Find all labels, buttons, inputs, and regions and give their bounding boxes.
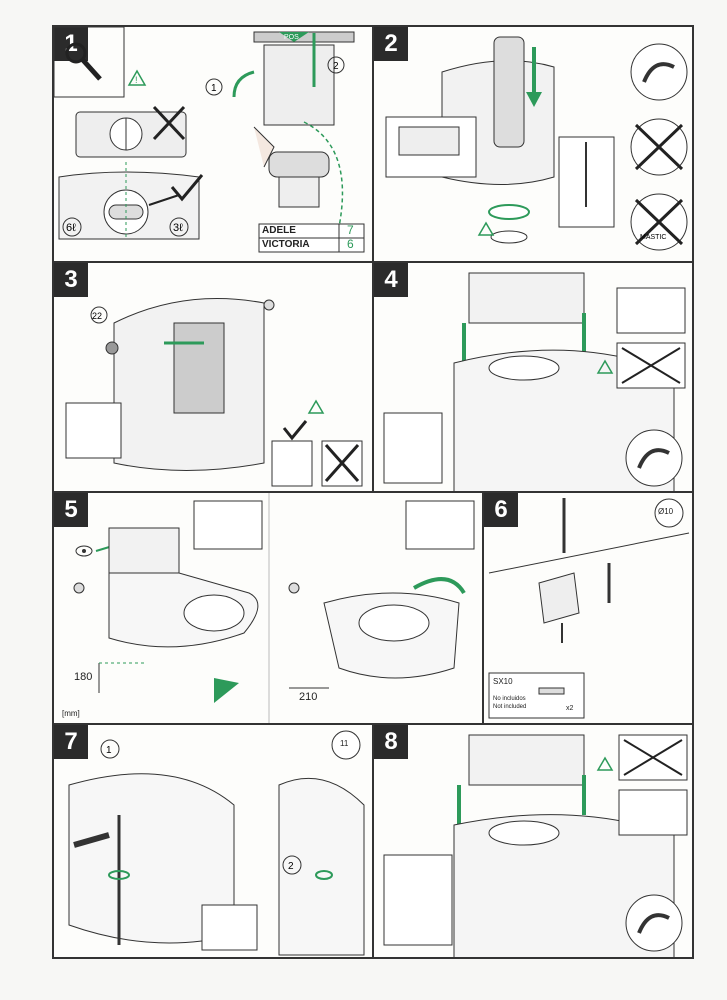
table-model-1: ADELE <box>262 225 296 236</box>
volume-6-icon <box>62 217 82 237</box>
step-number: 4 <box>374 263 408 297</box>
volume-3-icon <box>169 217 189 237</box>
step-number: 3 <box>54 263 88 297</box>
svg-text:22: 22 <box>92 311 102 321</box>
step-5-illustration <box>73 493 475 723</box>
check-icon <box>282 420 308 441</box>
panel-step-2: 2 MASTIC <box>373 26 693 262</box>
svg-text:2: 2 <box>288 861 294 872</box>
panel-step-7: 7 1 2 11 <box>53 724 373 958</box>
svg-text:!: ! <box>135 75 138 85</box>
svg-text:POS: POS <box>284 34 299 41</box>
wrench-size: 11 <box>340 739 349 748</box>
rotate-arrow-icon <box>108 870 130 880</box>
kit-note-1: No incluidos <box>493 696 526 702</box>
step-number: 7 <box>54 725 88 759</box>
step-number: 5 <box>54 493 88 527</box>
warning-icon <box>596 756 614 771</box>
pos-tag <box>279 32 309 42</box>
wrench-size-badge <box>331 730 361 760</box>
rotate-arrow-icon <box>232 70 255 98</box>
dim-height: 180 <box>74 671 93 683</box>
step-number: 8 <box>374 725 408 759</box>
step-8-illustration <box>383 734 688 957</box>
svg-text:1: 1 <box>211 83 217 94</box>
drill-size-badge <box>654 498 684 528</box>
dim-depth: 210 <box>299 691 318 703</box>
step-number: 2 <box>374 27 408 61</box>
panel-step-5: 5 180 210 [mm] <box>53 492 483 724</box>
warning-icon <box>596 359 614 374</box>
panel-step-4: 4 <box>373 262 693 492</box>
panel-step-1: 1 ! 6ℓ 3ℓ <box>53 26 373 262</box>
kit-qty: x2 <box>566 705 574 712</box>
instruction-sheet: 1 ! 6ℓ 3ℓ <box>52 25 694 959</box>
kit-note-2: Not included <box>493 704 527 710</box>
drill-size: Ø10 <box>658 507 674 516</box>
vol-right: 3ℓ <box>173 222 183 234</box>
wrench-icon <box>65 42 87 64</box>
step-7-illustration: 1 2 <box>68 730 365 956</box>
wrench-size-badge <box>90 306 108 324</box>
table-value-1: 7 <box>347 223 354 237</box>
step-1-illustration: ! 6ℓ 3ℓ POS 1 <box>54 27 365 253</box>
push-arrow-icon <box>214 678 239 703</box>
wrench-icon <box>73 832 110 848</box>
kit-code: SX10 <box>493 677 513 686</box>
hardware-kit <box>201 904 258 951</box>
step-6-illustration <box>488 498 690 719</box>
strength-icon <box>630 43 688 101</box>
anchor-icon <box>538 687 565 695</box>
warning-icon <box>307 399 325 414</box>
drill-icon <box>538 572 580 624</box>
table-model-2: VICTORIA <box>262 239 310 250</box>
panel-step-3: 3 22 <box>53 262 373 492</box>
step-4-illustration <box>383 272 686 491</box>
check-icon <box>170 174 204 202</box>
step-number: 6 <box>484 493 518 527</box>
strength-icon <box>625 429 683 487</box>
rotate-arrow-icon <box>413 577 466 595</box>
svg-text:MASTIC: MASTIC <box>640 234 666 241</box>
rotate-arrow-icon <box>315 870 333 880</box>
unit-label: [mm] <box>62 709 80 718</box>
eye-icon <box>75 545 93 557</box>
warning-icon <box>127 69 147 86</box>
table-value-2: 6 <box>347 237 354 251</box>
step-3-illustration: 22 <box>65 298 363 487</box>
svg-text:2: 2 <box>333 61 339 72</box>
strength-icon <box>625 894 683 952</box>
tool-box <box>54 27 125 98</box>
panel-step-8: 8 <box>373 724 693 958</box>
warning-icon <box>477 221 495 236</box>
step-2-illustration: MASTIC <box>385 36 688 251</box>
panel-step-6: 6 Ø10 SX10 No incluidos Not included x2 <box>483 492 693 724</box>
vol-left: 6ℓ <box>66 222 76 234</box>
svg-text:1: 1 <box>106 745 112 756</box>
